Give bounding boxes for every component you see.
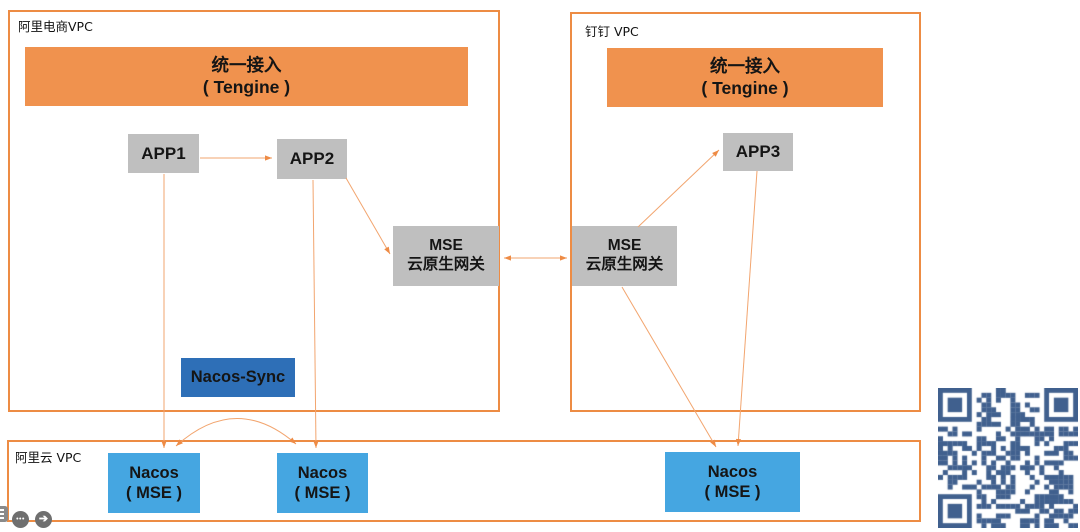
clipped-list-icon[interactable]: [0, 506, 8, 522]
more-options-button[interactable]: •••: [12, 511, 29, 528]
node-nacos-right: Nacos ( MSE ): [665, 452, 800, 512]
node-mse-gateway-left-line1: MSE: [429, 237, 463, 255]
ellipsis-icon: •••: [16, 516, 25, 523]
node-app2-label: APP2: [289, 149, 335, 168]
node-nacos-left-line2: ( MSE ): [126, 484, 182, 502]
vpc-box-alicloud: [7, 440, 921, 522]
next-button[interactable]: ➔: [35, 511, 52, 528]
node-tengine-left: 统一接入 ( Tengine ): [25, 47, 468, 106]
node-nacos-left: Nacos ( MSE ): [108, 453, 200, 513]
node-nacos-mid-line1: Nacos: [297, 463, 348, 482]
node-app2: APP2: [277, 139, 347, 179]
node-nacos-sync: Nacos-Sync: [181, 358, 295, 397]
qr-code: [938, 388, 1078, 528]
node-app3-label: APP3: [735, 142, 781, 161]
node-mse-gateway-right: MSE 云原生网关: [572, 226, 677, 286]
node-tengine-right-line2: ( Tengine ): [701, 77, 789, 98]
vpc-label-dingtalk: 钉钉 VPC: [585, 24, 639, 39]
arrow-right-icon: ➔: [38, 513, 49, 525]
vpc-label-ecommerce: 阿里电商VPC: [18, 19, 93, 34]
node-nacos-left-line1: Nacos: [129, 463, 179, 482]
node-tengine-right-line1: 统一接入: [710, 56, 780, 77]
node-mse-gateway-left: MSE 云原生网关: [393, 226, 499, 286]
node-tengine-left-line1: 统一接入: [211, 55, 282, 76]
node-nacos-mid: Nacos ( MSE ): [277, 453, 368, 513]
node-nacos-mid-line2: ( MSE ): [294, 484, 351, 502]
node-mse-gateway-right-line2: 云原生网关: [585, 256, 664, 273]
node-nacos-right-line1: Nacos: [707, 462, 758, 481]
node-nacos-sync-label: Nacos-Sync: [190, 368, 286, 386]
node-nacos-right-line2: ( MSE ): [704, 483, 761, 501]
node-mse-gateway-left-line2: 云原生网关: [407, 256, 485, 273]
node-app3: APP3: [723, 133, 793, 171]
node-mse-gateway-right-line1: MSE: [607, 237, 642, 255]
vpc-box-ecommerce: [8, 10, 500, 412]
node-tengine-right: 统一接入 ( Tengine ): [607, 48, 883, 107]
node-app1: APP1: [128, 134, 199, 173]
vpc-label-alicloud: 阿里云 VPC: [15, 450, 82, 465]
node-tengine-left-line2: ( Tengine ): [202, 76, 291, 97]
node-app1-label: APP1: [141, 143, 186, 163]
